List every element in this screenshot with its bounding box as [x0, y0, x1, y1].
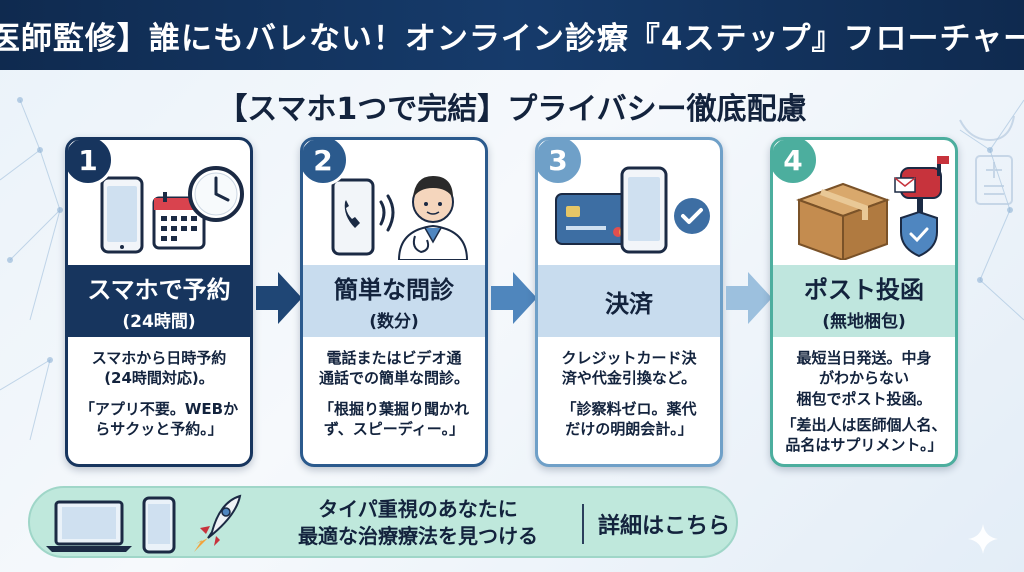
step-title: 決済	[605, 289, 653, 318]
step-1-illustration	[100, 166, 244, 254]
smartphone-icon	[142, 496, 176, 554]
step-desc-line: がわからない	[818, 369, 909, 388]
step-desc-line: クレジットカード決	[561, 349, 697, 367]
step-number-badge: 1	[68, 140, 114, 186]
step-card-2: 2 簡単な問診 (数分) 電話またはビデオ通 通話での簡単な問診。 「根掘り葉掘…	[300, 137, 488, 467]
step-description: 電話またはビデオ通 通話での簡単な問診。 「根掘り葉掘り聞かれ ず、スピーディー…	[307, 348, 481, 439]
step-3-title-band: 決済	[538, 265, 720, 337]
step-desc-line: 通話での簡単な問診。	[318, 369, 469, 388]
page-title: 【医師監修】誰にもバレない！オンライン診療『4ステップ』フローチャート	[0, 20, 1024, 57]
step-quote-line: らサクッと予約。」	[95, 419, 223, 438]
step-description: 最短当日発送。中身 がわからない 梱包でポスト投函。 「差出人は医師個人名、 品…	[777, 348, 951, 455]
step-3-illustration	[555, 166, 710, 254]
step-subtitle: (数分)	[369, 312, 419, 332]
step-quote-line: ず、スピーディー。」	[323, 419, 465, 438]
cta-message-line: 最適な治療療法を見つける	[298, 524, 538, 548]
step-desc-line: 最短当日発送。中身	[796, 349, 932, 367]
smartphone-icon	[100, 176, 144, 254]
step-number-badge: 2	[303, 140, 349, 186]
phone-call-icon	[331, 178, 395, 256]
step-quote: 「アプリ不要。WEBか らサクッと予約。」	[72, 399, 246, 440]
step-quote-line: 品名はサプリメント。」	[785, 436, 943, 454]
cta-banner[interactable]: タイパ重視のあなたに 最適な治療療法を見つける 詳細はこちら	[28, 486, 738, 558]
shield-check-icon	[900, 210, 938, 258]
step-description: スマホから日時予約 (24時間対応)。 「アプリ不要。WEBか らサクッと予約。…	[72, 348, 246, 439]
step-quote-line: だけの明朗会計。」	[565, 419, 693, 438]
step-desc-line: (24時間対応)。	[104, 369, 214, 388]
step-quote-line: 「アプリ不要。WEBか	[79, 399, 239, 418]
step-title: 簡単な問診	[334, 276, 454, 304]
step-card-3: 3 決済 クレジットカード決 済や代金引換など。 「診察料ゼロ。薬代 だけの明朗…	[535, 137, 723, 467]
cta-illustration	[46, 494, 242, 554]
step-1-title-band: スマホで予約 (24時間)	[68, 265, 250, 337]
step-quote: 「根掘り葉掘り聞かれ ず、スピーディー。」	[307, 399, 481, 440]
step-title: スマホで予約	[87, 276, 231, 304]
step-description: クレジットカード決 済や代金引換など。 「診察料ゼロ。薬代 だけの明朗会計。」	[542, 348, 716, 439]
cta-divider	[582, 504, 584, 544]
cardboard-box-icon	[796, 182, 890, 260]
header-banner: 【医師監修】誰にもバレない！オンライン診療『4ステップ』フローチャート	[0, 0, 1024, 70]
step-2-title-band: 簡単な問診 (数分)	[303, 265, 485, 337]
cta-message: タイパ重視のあなたに 最適な治療療法を見つける	[268, 496, 568, 550]
step-quote: 「差出人は医師個人名、 品名はサプリメント。」	[777, 415, 951, 456]
clock-icon	[188, 166, 244, 222]
step-subtitle: (無地梱包)	[822, 312, 906, 332]
doctor-icon	[397, 176, 469, 260]
cta-message-line: タイパ重視のあなたに	[318, 497, 518, 521]
flow-arrow-icon	[726, 272, 772, 324]
check-icon	[674, 198, 710, 234]
step-quote-line: 「診察料ゼロ。薬代	[561, 399, 697, 418]
step-number-badge: 3	[538, 140, 584, 186]
step-desc-line: 済や代金引換など。	[561, 369, 697, 388]
flow-arrow-icon	[491, 272, 537, 324]
step-quote-line: 「差出人は医師個人名、	[781, 415, 947, 434]
laptop-icon	[46, 500, 132, 552]
step-number-badge: 4	[773, 140, 819, 186]
step-desc-line: スマホから日時予約	[91, 349, 227, 367]
step-card-1: 1 スマホで予約 (24時間) スマホから日時予約 (24時間対応)。	[65, 137, 253, 467]
smartphone-icon	[620, 166, 668, 254]
step-card-4: 4 ポスト投函 (無地梱包) 最短当日発送。中身 がわからない 梱包でポスト投函…	[770, 137, 958, 467]
details-link[interactable]: 詳細はこちら	[598, 514, 731, 539]
step-2-illustration	[331, 176, 469, 260]
step-title: ポスト投函	[804, 276, 924, 304]
step-desc-line: 電話またはビデオ通	[326, 349, 462, 367]
flow-arrow-icon	[256, 272, 302, 324]
sparkle-icon	[968, 524, 998, 554]
step-quote: 「診察料ゼロ。薬代 だけの明朗会計。」	[542, 399, 716, 440]
rocket-icon	[194, 494, 242, 552]
step-4-illustration	[796, 156, 949, 260]
step-quote-line: 「根掘り葉掘り聞かれ	[318, 399, 469, 418]
step-subtitle: (24時間)	[122, 312, 196, 332]
step-4-title-band: ポスト投函 (無地梱包)	[773, 265, 955, 337]
calendar-icon	[152, 192, 206, 250]
page-subtitle: 【スマホ1つで完結】プライバシー徹底配慮	[217, 92, 807, 127]
step-desc-line: 梱包でポスト投函。	[796, 389, 932, 408]
